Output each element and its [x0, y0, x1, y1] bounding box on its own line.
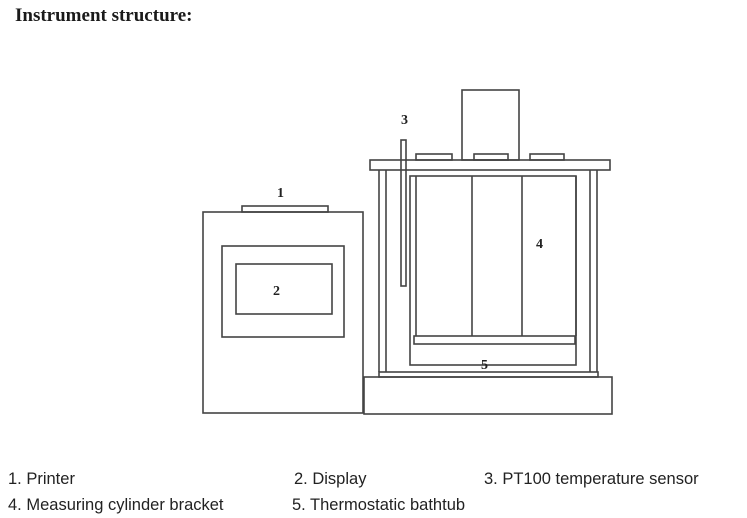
callout-bathtub: 5: [481, 358, 488, 373]
lid-cap-left: [415, 153, 453, 161]
cylinder-bracket-plate: [413, 335, 576, 345]
printer-slot: [241, 205, 329, 213]
page-title: Instrument structure:: [15, 5, 193, 26]
bath-base-rim: [378, 371, 599, 378]
temperature-sensor-probe: [400, 139, 407, 287]
legend-item-bathtub: 5. Thermostatic bathtub: [292, 496, 466, 514]
legend-item-sensor: 3. PT100 temperature sensor: [484, 470, 699, 488]
legend-item-display: 2. Display: [294, 470, 367, 488]
legend-item-printer: 1. Printer: [8, 470, 75, 488]
legend-item-bracket: 4. Measuring cylinder bracket: [8, 496, 224, 514]
callout-sensor: 3: [401, 113, 408, 128]
callout-bracket: 4: [536, 237, 543, 252]
lid-cap-middle: [473, 153, 509, 161]
main-unit-body: [202, 211, 364, 414]
display-screen: [235, 263, 333, 315]
lid-cap-right: [529, 153, 565, 161]
callout-display: 2: [273, 284, 280, 299]
bath-base: [363, 376, 613, 415]
callout-printer: 1: [277, 186, 284, 201]
display-outer-frame: [221, 245, 345, 338]
stirrer-motor-box: [461, 89, 520, 161]
